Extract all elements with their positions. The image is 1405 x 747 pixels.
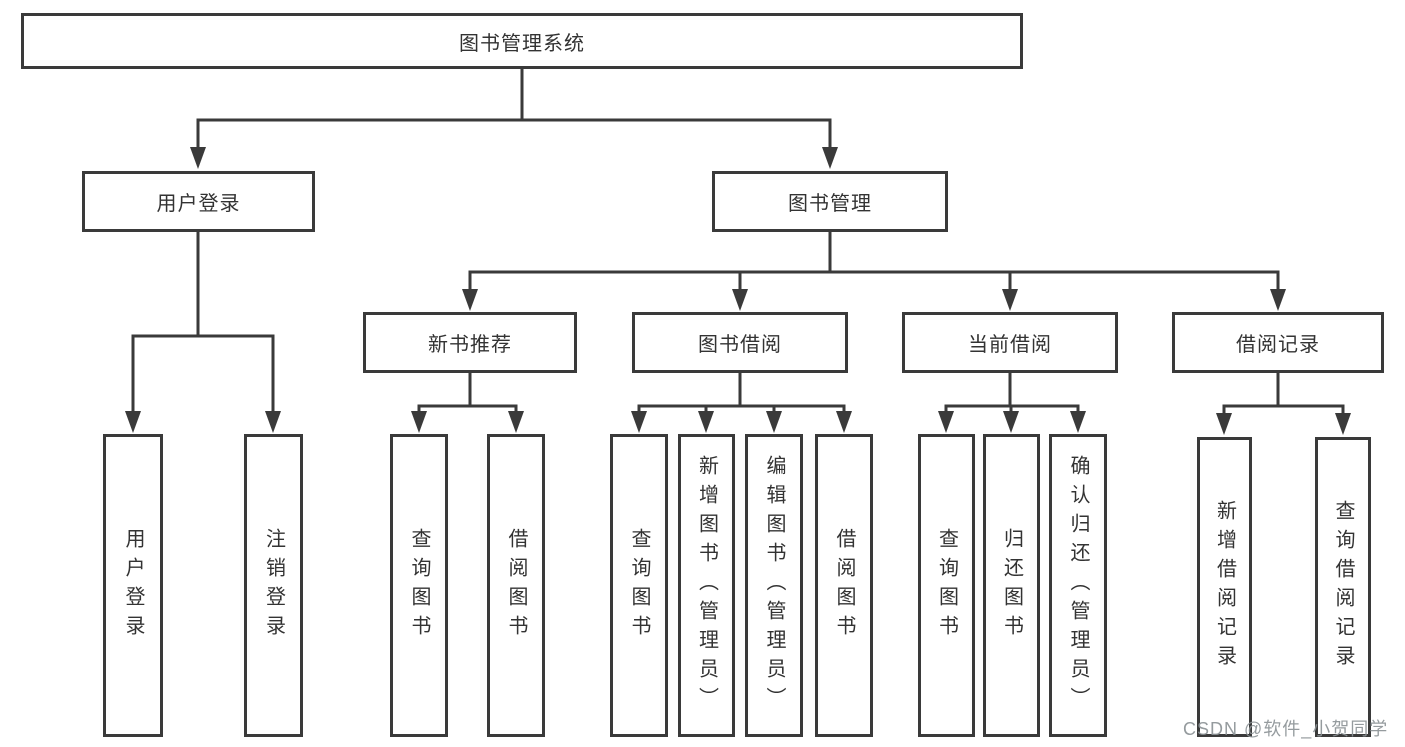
arrow-icon [462, 289, 478, 311]
arrow-icon [1216, 413, 1232, 435]
connector-userlogin-to-leaves [131, 231, 275, 413]
node-label: 查询图书 [628, 527, 650, 644]
node-label: 当前借阅 [968, 334, 1052, 356]
arrow-icon [1270, 289, 1286, 311]
node-leaf-add-borrow-record: 新增借阅记录 [1197, 437, 1252, 737]
node-leaf-edit-books-admin: 编辑图书（管理员） [745, 434, 803, 737]
node-root: 图书管理系统 [21, 13, 1023, 69]
node-label: 确认归还（管理员） [1067, 455, 1089, 716]
arrow-icon [1003, 411, 1019, 433]
node-label: 新增图书（管理员） [695, 455, 718, 716]
node-leaf-logout: 注销登录 [244, 434, 303, 737]
connector-currentborrow-to-leaves [944, 372, 1080, 414]
connector-newbook-to-leaves [417, 372, 518, 414]
arrow-icon [1002, 289, 1018, 311]
node-leaf-query-books-borrow: 查询图书 [610, 434, 668, 737]
node-borrow-records: 借阅记录 [1172, 312, 1384, 373]
arrow-icon [631, 411, 647, 433]
node-book-borrow: 图书借阅 [632, 312, 848, 373]
connector-bookmgmt-to-level3 [468, 231, 1280, 291]
node-label: 新书推荐 [428, 334, 512, 356]
connector-bookborrow-to-leaves [637, 372, 846, 414]
node-label: 编辑图书（管理员） [763, 455, 785, 716]
node-user-login-branch: 用户登录 [82, 171, 315, 232]
node-label: 查询借阅记录 [1332, 500, 1354, 674]
arrow-icon [698, 411, 714, 433]
node-label: 用户登录 [122, 527, 144, 644]
node-leaf-borrow-books-borrow: 借阅图书 [815, 434, 873, 737]
node-label: 借阅图书 [505, 527, 527, 644]
node-leaf-query-books-current: 查询图书 [918, 434, 975, 737]
arrow-icon [732, 289, 748, 311]
node-label: 图书借阅 [698, 334, 782, 356]
node-book-management: 图书管理 [712, 171, 948, 232]
arrow-icon [411, 411, 427, 433]
node-label: 借阅图书 [833, 527, 855, 644]
node-current-borrow: 当前借阅 [902, 312, 1118, 373]
node-label: 用户登录 [156, 193, 241, 215]
node-label: 图书管理系统 [459, 32, 585, 55]
node-leaf-confirm-return-admin: 确认归还（管理员） [1049, 434, 1107, 737]
node-leaf-query-borrow-record: 查询借阅记录 [1315, 437, 1371, 737]
node-label: 注销登录 [262, 527, 285, 644]
arrow-icon [1070, 411, 1086, 433]
node-leaf-return-books: 归还图书 [983, 434, 1040, 737]
node-leaf-add-books-admin: 新增图书（管理员） [678, 434, 735, 737]
arrow-icon [265, 411, 281, 433]
node-leaf-borrow-books-newbook: 借阅图书 [487, 434, 545, 737]
arrow-icon [1335, 413, 1351, 435]
node-leaf-user-login: 用户登录 [103, 434, 163, 737]
node-new-book-recommend: 新书推荐 [363, 312, 577, 373]
node-label: 新增借阅记录 [1213, 500, 1236, 674]
arrow-icon [766, 411, 782, 433]
node-label: 归还图书 [1000, 527, 1023, 644]
node-leaf-query-books-newbook: 查询图书 [390, 434, 448, 737]
arrow-icon [190, 147, 206, 169]
connector-root-to-level2 [196, 66, 832, 149]
node-label: 借阅记录 [1236, 334, 1320, 356]
arrow-icon [938, 411, 954, 433]
watermark: CSDN @软件_小贺同学 [1183, 719, 1389, 739]
node-label: 查询图书 [408, 527, 430, 644]
arrowheads [125, 147, 1351, 435]
arrow-icon [836, 411, 852, 433]
node-label: 图书管理 [788, 193, 872, 215]
connector-borrowrecords-to-leaves [1222, 372, 1345, 416]
node-label: 查询图书 [935, 527, 958, 644]
arrow-icon [508, 411, 524, 433]
arrow-icon [822, 147, 838, 169]
arrow-icon [125, 411, 141, 433]
